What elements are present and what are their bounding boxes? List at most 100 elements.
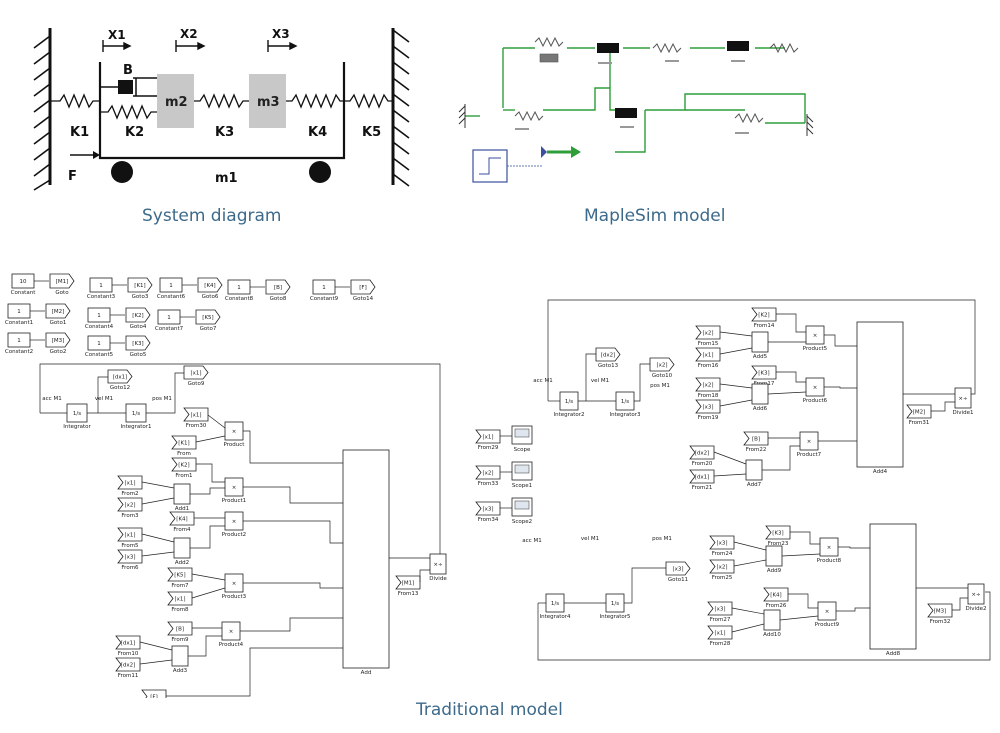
- from-block[interactable]: [dx1]From21: [689, 469, 715, 491]
- divide-block[interactable]: ×÷Divide: [429, 553, 447, 582]
- from-block[interactable]: [x1]From16: [695, 347, 721, 369]
- add-block[interactable]: Add7: [745, 459, 763, 488]
- from-block[interactable]: [B]From22: [743, 431, 769, 453]
- scope-block[interactable]: Scope1: [511, 461, 533, 489]
- from-block[interactable]: [M3]From32: [927, 603, 953, 625]
- from-block[interactable]: [K1]From: [171, 435, 197, 457]
- product-block[interactable]: ×Product: [224, 421, 246, 448]
- from-block[interactable]: [x1]From8: [167, 591, 193, 613]
- from-block[interactable]: [K5]From7: [167, 567, 193, 589]
- scope-block[interactable]: Scope: [511, 425, 533, 453]
- sum-block[interactable]: Add8: [869, 523, 917, 657]
- goto-block-label: Goto11: [668, 577, 688, 583]
- from-block[interactable]: [x1]From29: [475, 429, 501, 451]
- product-block[interactable]: ×Product2: [222, 511, 246, 538]
- goto-block[interactable]: [K2]Goto4: [125, 307, 151, 330]
- add-block[interactable]: Add3: [171, 645, 189, 674]
- goto-block[interactable]: [K1]Goto3: [127, 277, 153, 300]
- add-block[interactable]: Add9: [765, 545, 783, 574]
- spring-icon: [769, 42, 799, 54]
- goto-block-text: [x1]: [190, 371, 201, 377]
- product-block[interactable]: ×Product5: [803, 325, 828, 352]
- from-block[interactable]: [K2]From1: [171, 457, 197, 479]
- add-block[interactable]: Add1: [173, 483, 191, 512]
- from-block[interactable]: [K3]From23: [765, 525, 791, 547]
- product-block[interactable]: ×Product3: [222, 573, 247, 600]
- from-block[interactable]: [K2]From14: [751, 307, 777, 329]
- sum-block[interactable]: Add: [342, 449, 390, 676]
- from-block[interactable]: [x2]From18: [695, 377, 721, 399]
- goto-block[interactable]: [x3]Goto11: [665, 561, 691, 583]
- goto-block[interactable]: [x2]Goto10: [649, 357, 675, 379]
- product-block[interactable]: ×Product9: [815, 601, 840, 628]
- goto-block[interactable]: [x1]Goto9: [183, 365, 209, 387]
- from-block[interactable]: [M2]From31: [906, 404, 932, 426]
- goto-block[interactable]: [B]Goto8: [265, 279, 291, 302]
- product-block[interactable]: ×Product4: [219, 621, 244, 648]
- from-block[interactable]: [x3]From27: [707, 601, 733, 623]
- add-block[interactable]: Add2: [173, 537, 191, 566]
- integrator-block-label: Integrator2: [553, 412, 584, 418]
- goto-block[interactable]: [F]Goto14: [350, 279, 376, 302]
- from-block[interactable]: [x1]From5: [117, 527, 143, 549]
- from-block[interactable]: [x2]From3: [117, 497, 143, 519]
- from-block[interactable]: [x1]From30: [183, 407, 209, 429]
- goto-block[interactable]: [K4]Goto6: [197, 277, 223, 300]
- from-block[interactable]: [F]From12: [141, 689, 167, 698]
- product-block[interactable]: ×Product1: [222, 477, 246, 504]
- add-block[interactable]: Add5: [751, 331, 769, 360]
- add-block[interactable]: Add6: [751, 383, 769, 412]
- from-block-label: From1: [175, 473, 192, 479]
- from-block[interactable]: [x2]From33: [475, 465, 501, 487]
- goto-block[interactable]: [K5]Goto7: [195, 309, 221, 332]
- from-block[interactable]: [x3]From19: [695, 399, 721, 421]
- from-block[interactable]: [dx2]From20: [689, 445, 715, 467]
- from-block[interactable]: [dx1]From10: [115, 635, 141, 657]
- goto-block[interactable]: [M1]Goto: [49, 273, 75, 296]
- from-block[interactable]: [x3]From34: [475, 501, 501, 523]
- product-block[interactable]: ×Product8: [817, 537, 842, 564]
- goto-block[interactable]: [M2]Goto1: [45, 303, 71, 326]
- from-block[interactable]: [x2]From15: [695, 325, 721, 347]
- goto-block[interactable]: [K3]Goto5: [125, 335, 151, 358]
- goto-block[interactable]: [M3]Goto2: [45, 332, 71, 355]
- from-block[interactable]: [dx2]From11: [115, 657, 141, 679]
- from-block[interactable]: [K4]From4: [169, 511, 195, 533]
- arrow-icon: [541, 146, 581, 158]
- from-block[interactable]: [K4]From26: [763, 587, 789, 609]
- divide-block[interactable]: ×÷Divide2: [966, 583, 987, 612]
- divide-block[interactable]: ×÷Divide1: [953, 387, 974, 416]
- from-block[interactable]: [B]From9: [167, 621, 193, 643]
- sum-block[interactable]: Add4: [856, 321, 904, 475]
- from-block-label: From4: [173, 527, 191, 533]
- from-block[interactable]: [M1]From13: [395, 575, 421, 597]
- from-block[interactable]: [x2]From25: [709, 559, 735, 581]
- from-block[interactable]: [x3]From6: [117, 549, 143, 571]
- from-block[interactable]: [x1]From2: [117, 475, 143, 497]
- product-block[interactable]: ×Product6: [803, 377, 828, 404]
- from-block[interactable]: [x3]From24: [709, 535, 735, 557]
- goto-block[interactable]: [dx1]Goto12: [107, 369, 133, 391]
- from-block-text: [K3]: [772, 531, 783, 537]
- add-block[interactable]: Add10: [763, 609, 781, 638]
- product-block[interactable]: ×Product7: [797, 431, 822, 458]
- scope-block[interactable]: Scope2: [511, 497, 533, 525]
- goto-block[interactable]: [dx2]Goto13: [595, 347, 621, 369]
- from-block[interactable]: [x1]From28: [707, 625, 733, 647]
